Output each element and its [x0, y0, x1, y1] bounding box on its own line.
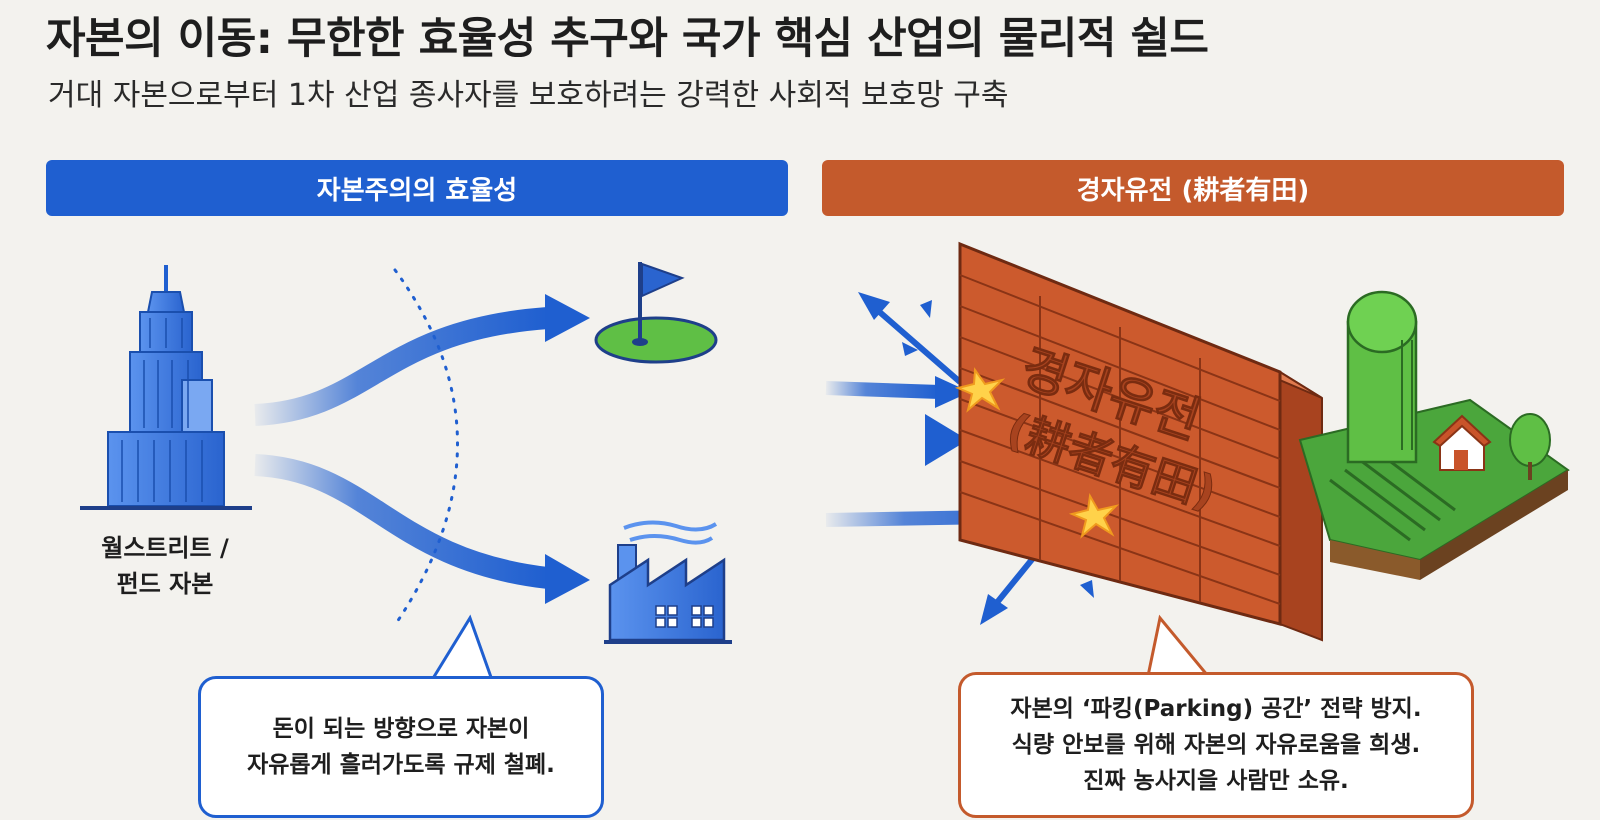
efficiency-banner: 자본주의의 효율성 [46, 160, 788, 216]
page-title: 자본의 이동: 무한한 효율성 추구와 국가 핵심 산업의 물리적 쉴드 [46, 14, 1209, 64]
farm-icon [1298, 290, 1570, 580]
parking-prevention-callout: 자본의 ‘파킹(Parking) 공간’ 전략 방지. 식량 안보를 위해 자본… [958, 672, 1474, 818]
deregulation-callout: 돈이 되는 방향으로 자본이 자유롭게 흘러가도록 규제 철폐. [198, 676, 604, 818]
wall-street-fund-label: 월스트리트 / 펀드 자본 [101, 534, 229, 598]
capital-flow-arrows [254, 294, 968, 604]
left-callout-tail [429, 614, 495, 682]
right-callout-tail [1146, 614, 1212, 678]
brick-wall-icon [954, 241, 1323, 642]
skyscraper-icon [80, 265, 252, 510]
farmland-principle-banner: 경자유전 (耕者有田) [822, 160, 1564, 216]
page-subtitle: 거대 자본으로부터 1차 산업 종사자를 보호하려는 강력한 사회적 보호망 구… [48, 78, 1009, 113]
golf-course-icon [594, 262, 718, 364]
factory-icon [604, 520, 732, 644]
